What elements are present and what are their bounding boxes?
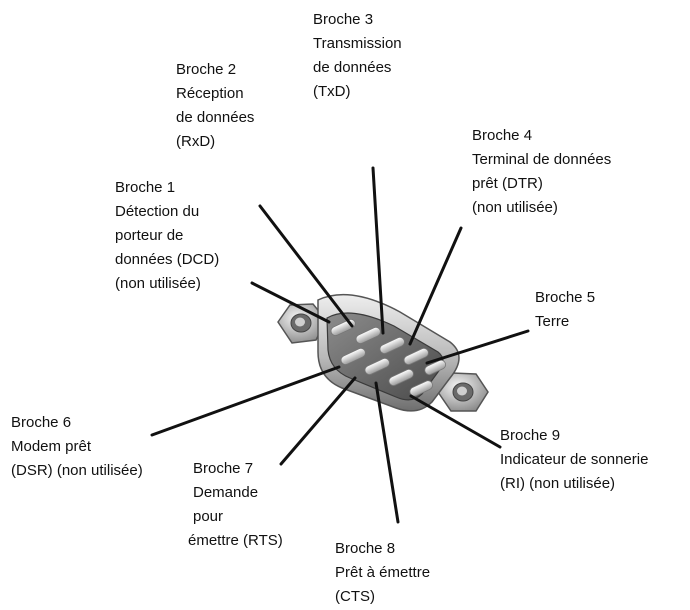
pin-9-line-2: Indicateur de sonnerie: [500, 451, 649, 468]
pin-7-line-1: Broche 7: [193, 460, 254, 477]
pin-8-line-1: Broche 8: [335, 540, 396, 557]
leader-line-pin5: [425, 329, 530, 365]
pin-5-line-1: Broche 5: [535, 289, 596, 306]
leader-line-pin8: [374, 381, 400, 524]
pin-1-label: Broche 1 Détection du porteur de données…: [115, 176, 219, 296]
pin-9-line-3: (RI) (non utilisée): [500, 475, 616, 492]
pin-4-line-1: Broche 4: [472, 127, 533, 144]
pin-8-line-3: (CTS): [335, 588, 375, 605]
pin-1-line-2: Détection du: [115, 203, 200, 220]
pin-2-label: Broche 2 Réception de données (RxD): [176, 58, 254, 154]
pin-2-line-1: Broche 2: [176, 61, 237, 78]
pin-1-line-1: Broche 1: [115, 179, 176, 196]
pin-1-line-3: porteur de: [115, 227, 184, 244]
leader-line-pin9: [409, 394, 502, 449]
pin-4-line-4: (non utilisée): [472, 199, 558, 216]
pin-8-line-2: Prêt à émettre: [335, 564, 431, 581]
pin-4-label: Broche 4 Terminal de données prêt (DTR) …: [472, 124, 611, 220]
pin-6-label: Broche 6 Modem prêt (DSR) (non utilisée): [11, 411, 143, 483]
contact-row-bottom: [340, 347, 433, 397]
pin-8-label: Broche 8 Prêt à émettre (CTS): [335, 537, 430, 609]
pin-2-line-2: Réception: [176, 85, 244, 102]
pin-1-line-5: (non utilisée): [115, 275, 201, 292]
pin-4-line-3: prêt (DTR): [472, 175, 543, 192]
pin-6-line-1: Broche 6: [11, 414, 72, 431]
pin-6-line-3: (DSR) (non utilisée): [11, 462, 143, 479]
pin-3-line-1: Broche 3: [313, 11, 374, 28]
pin-9-label: Broche 9 Indicateur de sonnerie (RI) (no…: [500, 424, 648, 496]
pin-7-label: Broche 7 Demande pour émettre (RTS): [188, 457, 283, 553]
pin-3-line-4: (TxD): [313, 83, 351, 100]
connector-contacts: [330, 318, 447, 397]
pin-5-line-2: Terre: [535, 313, 570, 330]
leader-line-pin7: [279, 376, 357, 466]
pin-7-line-4: émettre (RTS): [188, 532, 283, 549]
contact-row-top: [330, 318, 447, 376]
leader-line-pin3: [371, 166, 385, 335]
pin-1-line-4: données (DCD): [115, 251, 220, 268]
right-screw-nut: [437, 372, 489, 412]
pin-6-line-2: Modem prêt: [11, 438, 92, 455]
leader-lines: [150, 166, 530, 524]
pin-2-line-3: de données: [176, 109, 255, 126]
pin-7-line-3: pour: [193, 508, 224, 525]
pin-9-line-1: Broche 9: [500, 427, 561, 444]
leader-line-pin4: [408, 226, 463, 346]
pin-3-line-2: Transmission: [313, 35, 402, 52]
leader-line-pin2: [258, 204, 354, 328]
pin-7-line-2: Demande: [193, 484, 259, 501]
pin-3-label: Broche 3 Transmission de données (TxD): [313, 8, 402, 104]
pin-2-line-4: (RxD): [176, 133, 216, 150]
pin-5-label: Broche 5 Terre: [535, 286, 595, 334]
pin-3-line-3: de données: [313, 59, 392, 76]
leader-line-pin1: [250, 281, 331, 324]
leader-line-pin6: [150, 365, 341, 437]
pin-4-line-2: Terminal de données: [472, 151, 612, 168]
